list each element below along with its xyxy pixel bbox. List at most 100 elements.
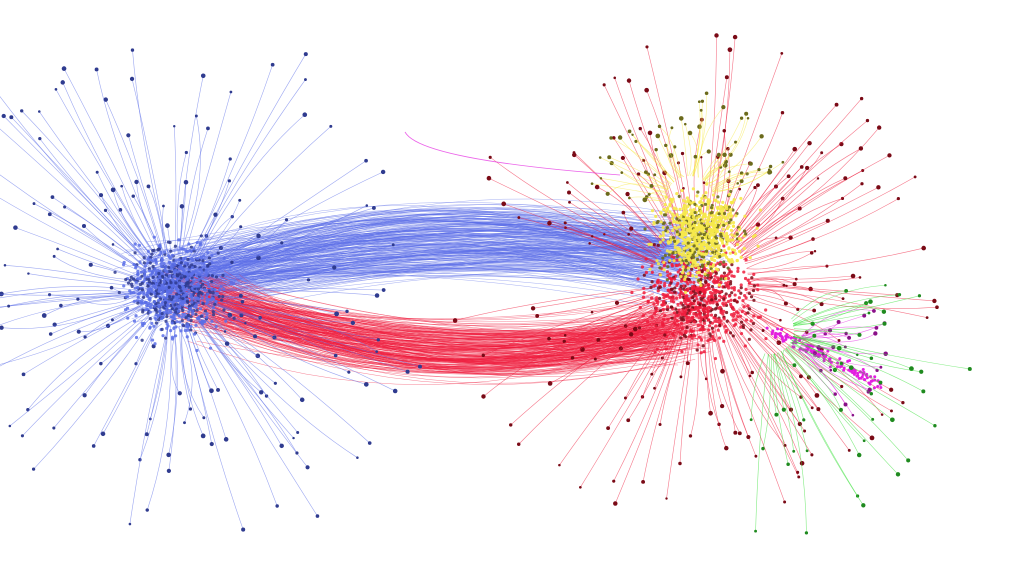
yellow-node <box>724 231 729 236</box>
magenta-node <box>848 359 852 363</box>
magenta-node <box>844 331 848 336</box>
yellow-node <box>695 216 699 220</box>
yellow-node <box>716 205 720 209</box>
blue-node <box>151 248 155 253</box>
blue-node <box>142 261 146 265</box>
blue-node <box>187 285 191 289</box>
red-edge <box>721 322 800 478</box>
red-node <box>783 500 787 504</box>
red-node <box>751 288 756 293</box>
yellow-node <box>724 276 728 281</box>
red-node <box>481 394 486 399</box>
blue-edge <box>184 91 232 256</box>
red-edge <box>625 320 675 399</box>
yellow-node <box>671 228 675 233</box>
blue-node <box>61 66 67 71</box>
blue-node <box>214 299 218 304</box>
yellow-node <box>722 211 727 216</box>
red-edge <box>679 327 696 464</box>
magenta-edge <box>798 348 822 371</box>
red-edge <box>595 308 662 360</box>
yellow-node <box>767 170 772 175</box>
blue-node <box>163 268 167 272</box>
blue-node <box>179 329 183 333</box>
red-node <box>690 308 694 312</box>
blue-edge <box>193 320 318 517</box>
red-node <box>729 313 734 317</box>
blue-node <box>170 321 174 325</box>
red-edge <box>747 277 861 283</box>
yellow-node <box>722 252 726 256</box>
red-node <box>896 196 900 201</box>
blue-node <box>165 303 170 307</box>
red-node <box>756 183 760 188</box>
bridge-edge-blue <box>155 258 673 280</box>
blue-node <box>138 276 142 281</box>
yellow-node <box>678 116 684 121</box>
yellow-node <box>703 215 708 219</box>
red-edge <box>721 322 786 446</box>
blue-edge <box>4 265 140 286</box>
red-node <box>717 298 722 302</box>
red-edge <box>690 327 699 436</box>
red-edge <box>741 183 863 256</box>
red-node <box>673 277 677 281</box>
yellow-node <box>739 255 743 259</box>
blue-node <box>150 281 154 285</box>
blue-node <box>142 273 147 277</box>
blue-node <box>76 297 80 301</box>
yellow-node <box>670 200 674 204</box>
red-edge <box>746 252 812 270</box>
blue-node <box>182 275 186 279</box>
red-node <box>620 155 625 161</box>
blue-node <box>189 328 193 332</box>
yellow-node <box>728 152 733 157</box>
yellow-node <box>714 198 718 203</box>
red-node <box>754 454 758 458</box>
yellow-node <box>743 214 747 218</box>
blue-node <box>187 242 191 246</box>
green-node <box>856 452 862 458</box>
red-node <box>720 403 725 409</box>
blue-node <box>162 250 167 254</box>
red-node <box>612 479 616 483</box>
red-node <box>737 289 741 293</box>
red-edge <box>736 127 880 250</box>
blue-node <box>210 253 214 257</box>
blue-node <box>153 268 158 273</box>
yellow-node <box>699 243 703 247</box>
red-node <box>588 242 591 245</box>
red-node <box>686 298 691 303</box>
blue-edge <box>209 298 379 341</box>
green-edge <box>790 342 872 394</box>
magenta-node <box>864 373 868 377</box>
red-node <box>819 302 824 307</box>
yellow-node <box>682 199 686 203</box>
yellow-node <box>690 264 694 268</box>
blue-node <box>177 314 181 318</box>
blue-node <box>174 281 178 285</box>
yellow-node <box>695 254 699 258</box>
red-edge <box>597 186 665 249</box>
red-node <box>730 286 734 290</box>
red-node <box>732 285 736 290</box>
magenta-node <box>785 333 789 337</box>
blue-node <box>204 295 209 299</box>
yellow-node <box>695 257 700 262</box>
blue-node <box>20 109 24 113</box>
yellow-node <box>728 238 733 242</box>
red-node <box>865 118 870 123</box>
blue-node <box>149 258 153 262</box>
blue-node <box>154 289 159 293</box>
green-node <box>895 472 901 477</box>
red-node <box>688 434 693 438</box>
red-edge <box>616 292 654 304</box>
red-node <box>679 301 683 305</box>
yellow-node <box>666 265 670 269</box>
yellow-node <box>661 230 665 235</box>
yellow-node <box>734 140 738 144</box>
blue-node <box>99 361 103 366</box>
magenta-node <box>782 339 786 343</box>
blue-node <box>202 288 207 292</box>
yellow-edge <box>712 169 770 192</box>
